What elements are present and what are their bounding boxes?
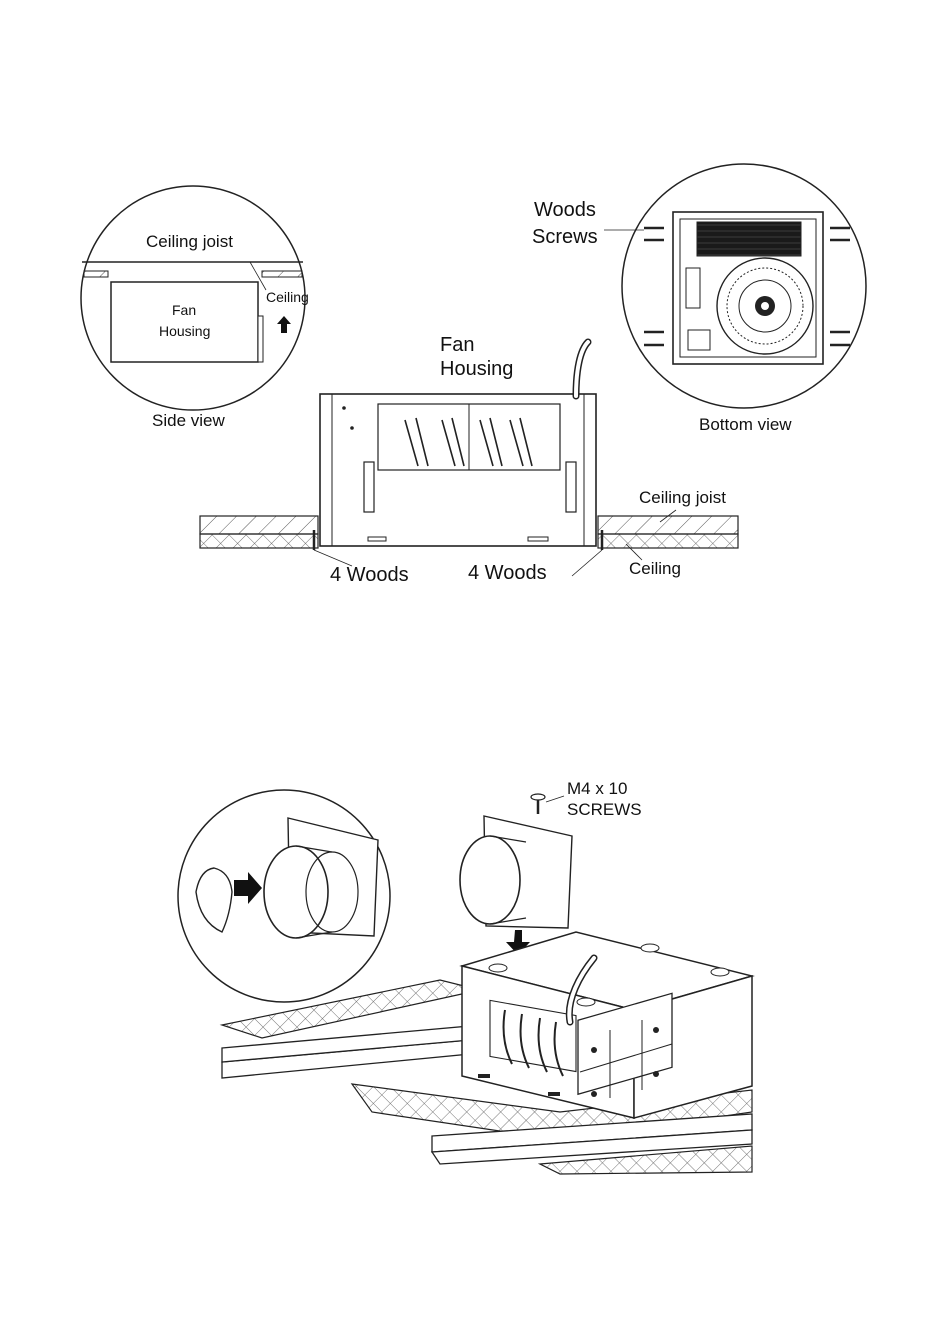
side-fan-housing-box: [111, 282, 258, 362]
terminal-box: [688, 330, 710, 350]
side-fan-housing-label-1: Fan: [172, 302, 196, 318]
figure-ceiling-mount: Ceiling joist Ceiling Fan Housing Side v…: [81, 164, 866, 586]
housing-rivet: [342, 406, 346, 410]
fan-housing-3d: [462, 932, 752, 1118]
side-ceiling-right: [262, 271, 302, 277]
motor-bracket: [686, 268, 700, 308]
bracket-right: [566, 462, 576, 512]
duct-connector: [460, 816, 572, 928]
housing-rivet: [350, 426, 354, 430]
side-view-detail: Ceiling joist Ceiling Fan Housing Side v…: [81, 186, 309, 430]
joist-right: [598, 516, 738, 534]
ceiling-label: Ceiling: [629, 559, 681, 578]
screw-leader: [546, 796, 564, 802]
ceiling-joist-label: Ceiling joist: [639, 488, 726, 507]
connector-collar-front: [264, 846, 328, 938]
woods-right-leader: [572, 550, 602, 576]
blower-hub-center: [761, 302, 769, 310]
woods-screws-label-1: Woods: [534, 199, 596, 221]
side-panel-screw: [591, 1047, 597, 1053]
side-ceiling-left: [84, 271, 108, 277]
housing-top-hole: [577, 998, 595, 1006]
housing-top-hole: [711, 968, 729, 976]
joist-left: [200, 516, 318, 534]
ceiling-left: [200, 534, 318, 548]
m4-screw: M4 x 10 SCREWS: [531, 779, 642, 819]
bottom-grille: [697, 222, 801, 256]
figure-duct-connector: M4 x 10 SCREWS: [178, 779, 752, 1174]
side-view-caption: Side view: [152, 411, 225, 430]
screws-label-2: SCREWS: [567, 800, 642, 819]
fan-housing-label-2: Housing: [440, 358, 513, 380]
woods-screws-label-2: Screws: [532, 226, 598, 248]
woods-right-label: 4 Woods: [468, 562, 547, 584]
side-panel-screw: [653, 1071, 659, 1077]
fan-housing-label-1: Fan: [440, 334, 474, 356]
side-panel-screw: [653, 1027, 659, 1033]
housing-top-hole: [489, 964, 507, 972]
housing-top-hole: [641, 944, 659, 952]
housing-tab: [478, 1074, 490, 1078]
connector-collar: [460, 836, 520, 924]
side-fan-housing-label-2: Housing: [159, 323, 210, 339]
housing-slot: [528, 537, 548, 541]
bracket-left: [364, 462, 374, 512]
side-flange: [258, 316, 263, 362]
connector-detail: [178, 790, 390, 1002]
woods-left-label: 4 Woods: [330, 564, 409, 586]
housing-slot: [368, 537, 386, 541]
side-ceiling-joist-label: Ceiling joist: [146, 232, 233, 251]
ceiling-right: [598, 534, 738, 548]
bottom-view-caption: Bottom view: [699, 415, 792, 434]
side-ceiling-label: Ceiling: [266, 289, 309, 305]
screw-head-icon: [531, 794, 545, 800]
screws-label-1: M4 x 10: [567, 779, 627, 798]
side-panel-screw: [591, 1091, 597, 1097]
housing-tab: [548, 1092, 560, 1096]
